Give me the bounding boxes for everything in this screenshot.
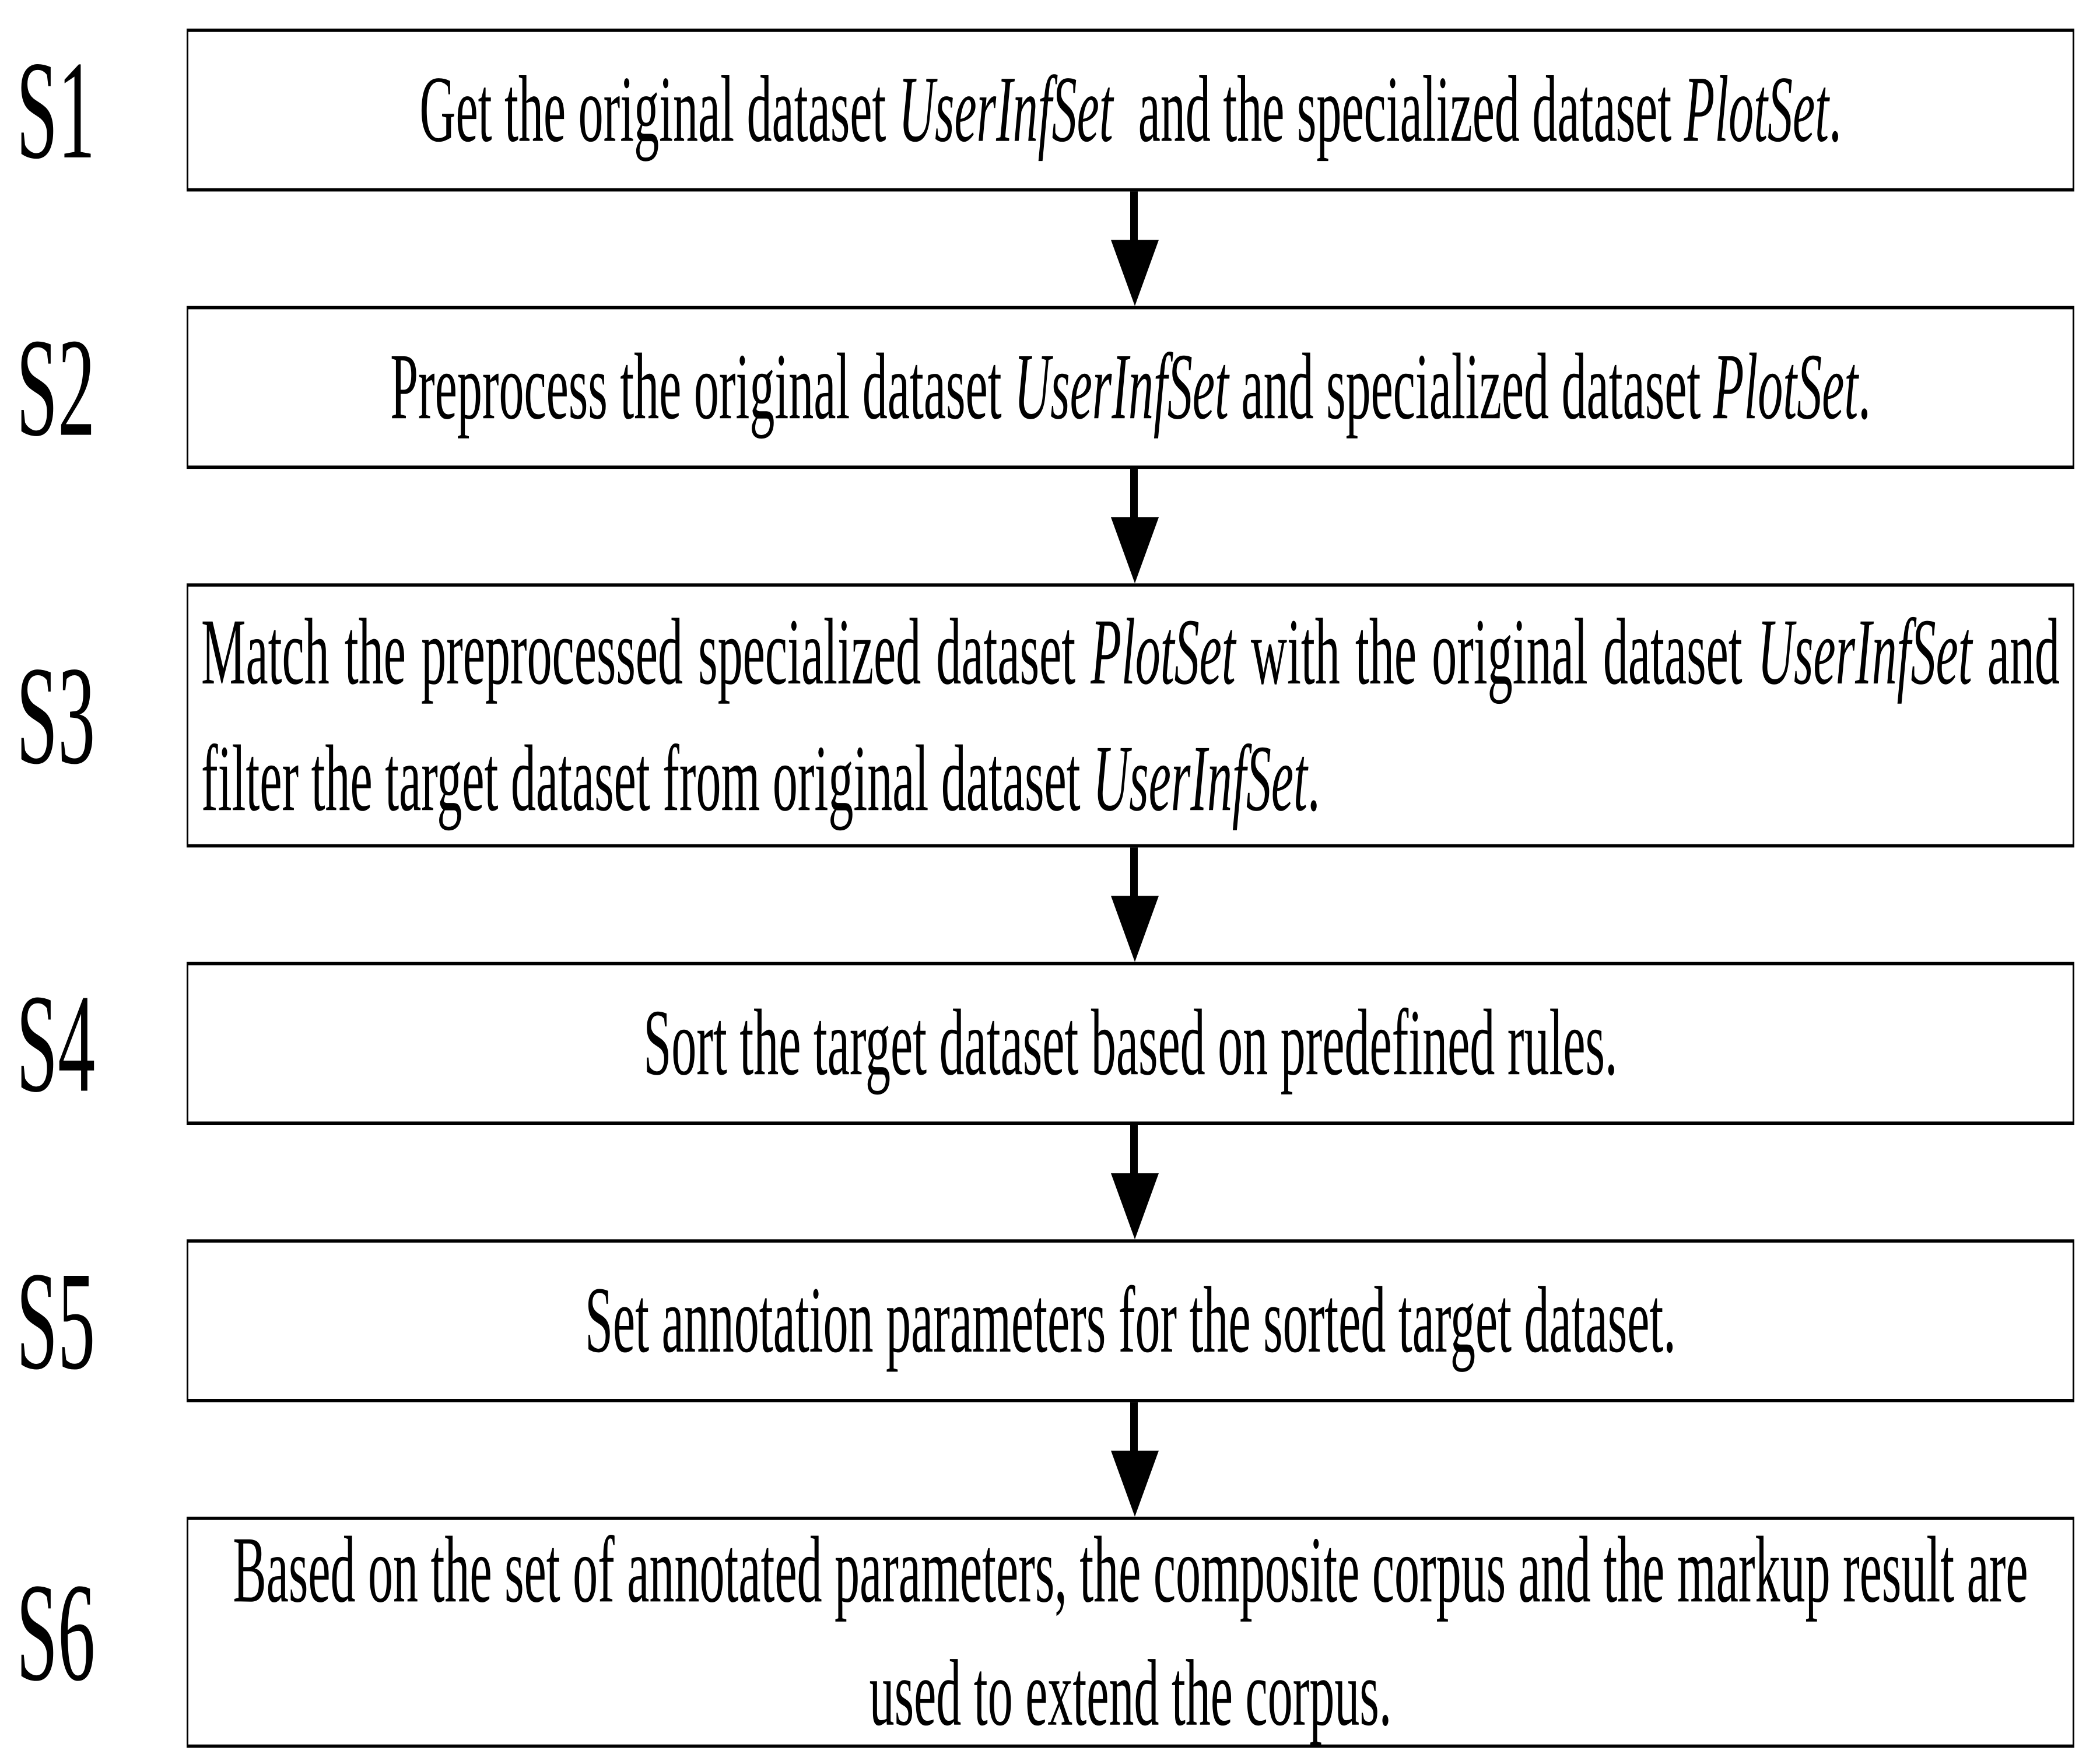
arrow-shaft — [1130, 1125, 1138, 1178]
step-box-s5[interactable]: Set annotation parameters for the sorted… — [187, 1239, 2074, 1402]
step-box-s3[interactable]: Match the preprocessed specialized datas… — [187, 583, 2074, 848]
arrow-shaft — [1130, 1402, 1138, 1455]
step-label-s6: S6 — [16, 1554, 96, 1711]
step-text-s3: Match the preprocessed specialized datas… — [201, 598, 2060, 832]
step-text-s1: Get the original dataset UserInfSet and … — [419, 56, 1842, 162]
step-box-s4[interactable]: Sort the target dataset based on predefi… — [187, 962, 2074, 1125]
step-label-s3: S3 — [16, 637, 96, 794]
arrow-head-icon — [1111, 896, 1159, 962]
step-text-s4: Sort the target dataset based on predefi… — [643, 990, 1618, 1096]
step-label-s2: S2 — [16, 309, 96, 466]
step-box-s6[interactable]: Based on the set of annotated parameters… — [187, 1516, 2074, 1748]
step-box-s2[interactable]: Preprocess the original dataset UserInfS… — [187, 306, 2074, 469]
arrow-shaft — [1130, 847, 1138, 900]
flowchart-step-s3: S3 Match the preprocessed specialized da… — [0, 583, 2100, 848]
step-text-s6: Based on the set of annotated parameters… — [233, 1517, 2028, 1746]
step-label-s1: S1 — [16, 31, 96, 188]
connector-arrow-s1-s2 — [1111, 191, 1159, 306]
connector-arrow-s3-s4 — [1111, 847, 1159, 962]
arrow-shaft — [1130, 469, 1138, 522]
connector-arrow-s4-s5 — [1111, 1125, 1159, 1240]
flowchart-step-s6: S6 Based on the set of annotated paramet… — [0, 1516, 2100, 1748]
arrow-head-icon — [1111, 1173, 1159, 1240]
arrow-head-icon — [1111, 517, 1159, 584]
flowchart-step-s2: S2 Preprocess the original dataset UserI… — [0, 306, 2100, 469]
step-label-s5: S5 — [16, 1242, 96, 1399]
connector-arrow-s5-s6 — [1111, 1402, 1159, 1517]
arrow-head-icon — [1111, 1450, 1159, 1517]
flowchart-step-s5: S5 Set annotation parameters for the sor… — [0, 1239, 2100, 1402]
step-text-s5: Set annotation parameters for the sorted… — [585, 1267, 1676, 1373]
step-box-s1[interactable]: Get the original dataset UserInfSet and … — [187, 29, 2074, 192]
step-text-s2: Preprocess the original dataset UserInfS… — [390, 334, 1871, 440]
flowchart-step-s4: S4 Sort the target dataset based on pred… — [0, 962, 2100, 1125]
step-label-s4: S4 — [16, 965, 96, 1122]
flowchart-step-s1: S1 Get the original dataset UserInfSet a… — [0, 29, 2100, 192]
connector-arrow-s2-s3 — [1111, 469, 1159, 584]
arrow-head-icon — [1111, 240, 1159, 306]
arrow-shaft — [1130, 191, 1138, 245]
